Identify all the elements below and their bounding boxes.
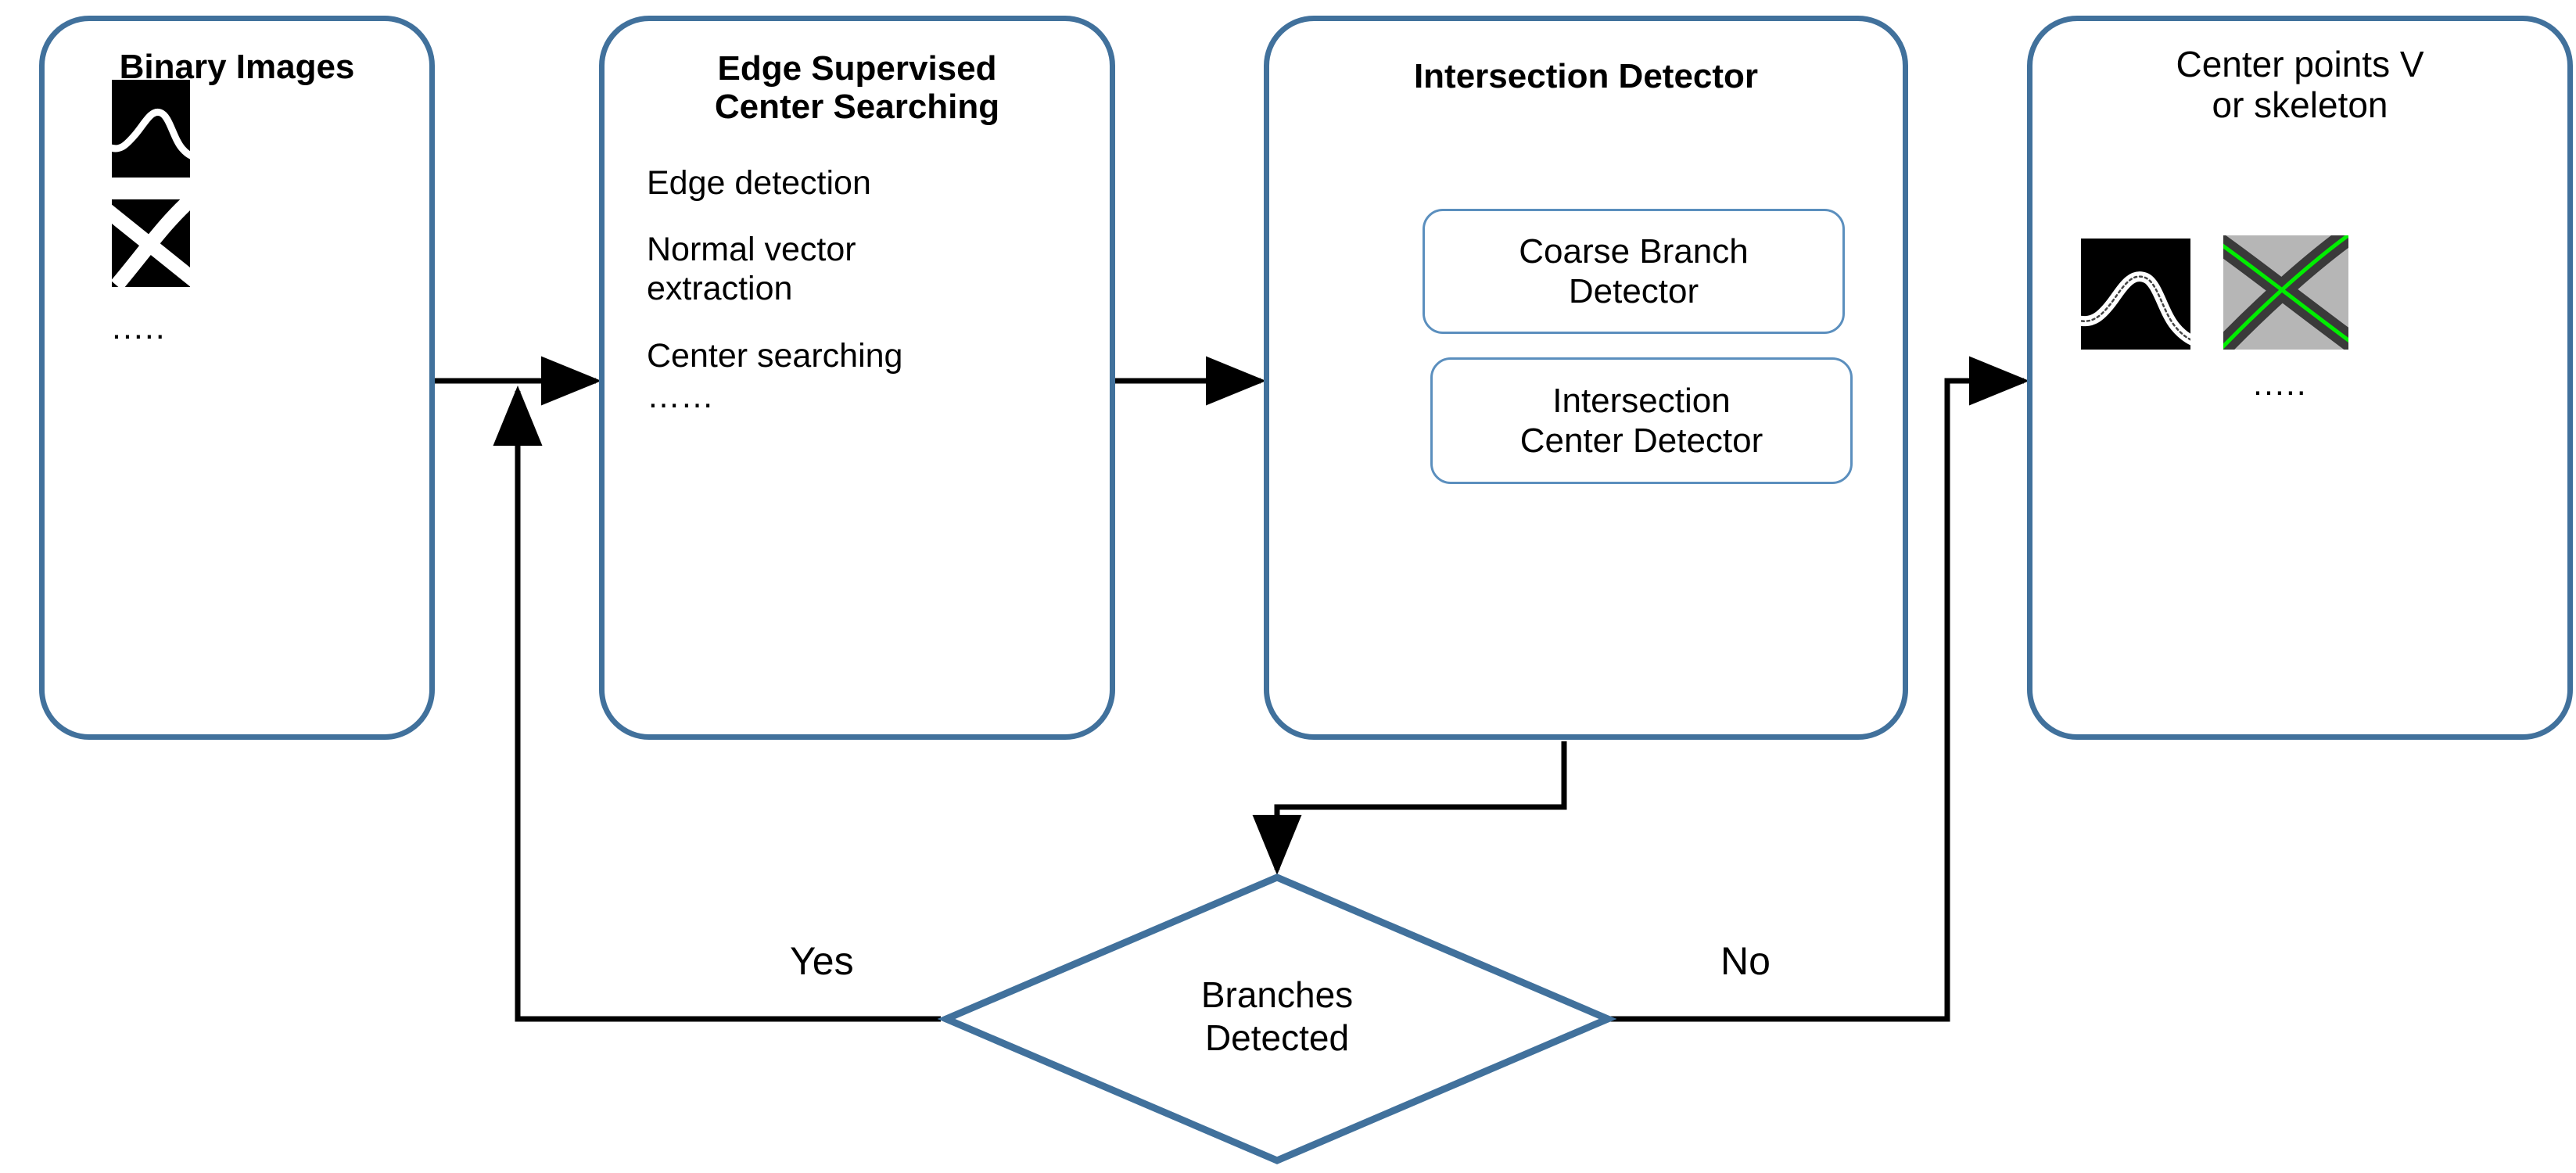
edge-decision-no-to-center-points [1609,356,2029,1022]
binary-curve-thumbnail [112,80,190,178]
node-intersection-detector[interactable]: Intersection Detector Coarse Branch Dete… [1264,16,1908,740]
subbox-intersection-center-detector[interactable]: Intersection Center Detector [1430,357,1853,484]
node-edge-supervised-title: Edge Supervised Center Searching [714,49,1000,127]
edge-decision-yes-to-supervised [493,386,941,1022]
skeleton-curve-thumbnail [2081,239,2190,350]
node-center-points-title: Center points V or skeleton [2176,44,2424,125]
node-intersection-detector-title: Intersection Detector [1413,57,1759,95]
node-binary-images[interactable]: Binary Images ..... [39,16,435,740]
edge-label-yes: Yes [790,939,854,983]
edge-intersection-to-decision [1252,741,1567,875]
node-center-points-or-skeleton[interactable]: Center points V or skeleton ..... [2027,16,2573,740]
subbox-coarse-branch-detector[interactable]: Coarse Branch Detector [1423,209,1845,334]
decision-label: Branches Detected [1200,974,1354,1059]
decision-diamond[interactable] [937,873,1617,1164]
edge-label-no: No [1720,939,1771,983]
node-edge-supervised-center-searching[interactable]: Edge Supervised Center Searching Edge de… [599,16,1115,740]
binary-images-ellipsis: ..... [112,309,167,346]
green-cross-skeleton-thumbnail [2223,235,2348,350]
center-points-ellipsis: ..... [2253,365,2308,403]
list-item-center-searching: Center searching [647,337,903,375]
list-item-edge-detection: Edge detection [647,163,871,202]
list-item-ellipsis: …… [647,378,714,416]
binary-x-thumbnail [112,199,190,287]
node-binary-images-title: Binary Images [119,48,355,86]
list-item-normal-vector-extraction: Normal vector extraction [647,231,856,308]
edge-supervised-item-list: Edge detection Normal vector extraction … [647,164,902,445]
